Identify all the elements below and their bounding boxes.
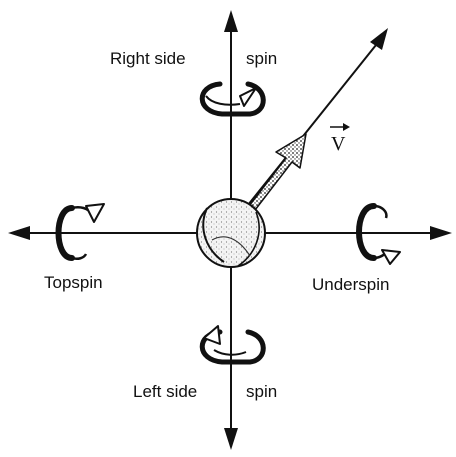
axis-arrow-right [430, 226, 452, 240]
left-side-spin-rotation-icon [202, 326, 263, 362]
ball [197, 199, 265, 267]
velocity-label: V [331, 133, 346, 155]
velocity-symbol: V [330, 123, 350, 155]
topspin-label: Topspin [44, 273, 103, 292]
right-side-label: Right side [110, 49, 186, 68]
axis-arrow-up [224, 10, 238, 32]
right-side-spin-rotation-icon [202, 84, 263, 114]
underspin-label: Underspin [312, 275, 390, 294]
spin-label-bottom: spin [246, 382, 277, 401]
axis-arrow-down [224, 428, 238, 450]
topspin-rotation-icon [59, 204, 105, 259]
velocity-arrowhead [370, 28, 388, 50]
shaded-velocity-arrow [246, 134, 306, 214]
axis-arrow-left [8, 226, 30, 240]
underspin-rotation-icon [359, 206, 400, 264]
spin-label-top: spin [246, 49, 277, 68]
left-side-label: Left side [133, 382, 197, 401]
